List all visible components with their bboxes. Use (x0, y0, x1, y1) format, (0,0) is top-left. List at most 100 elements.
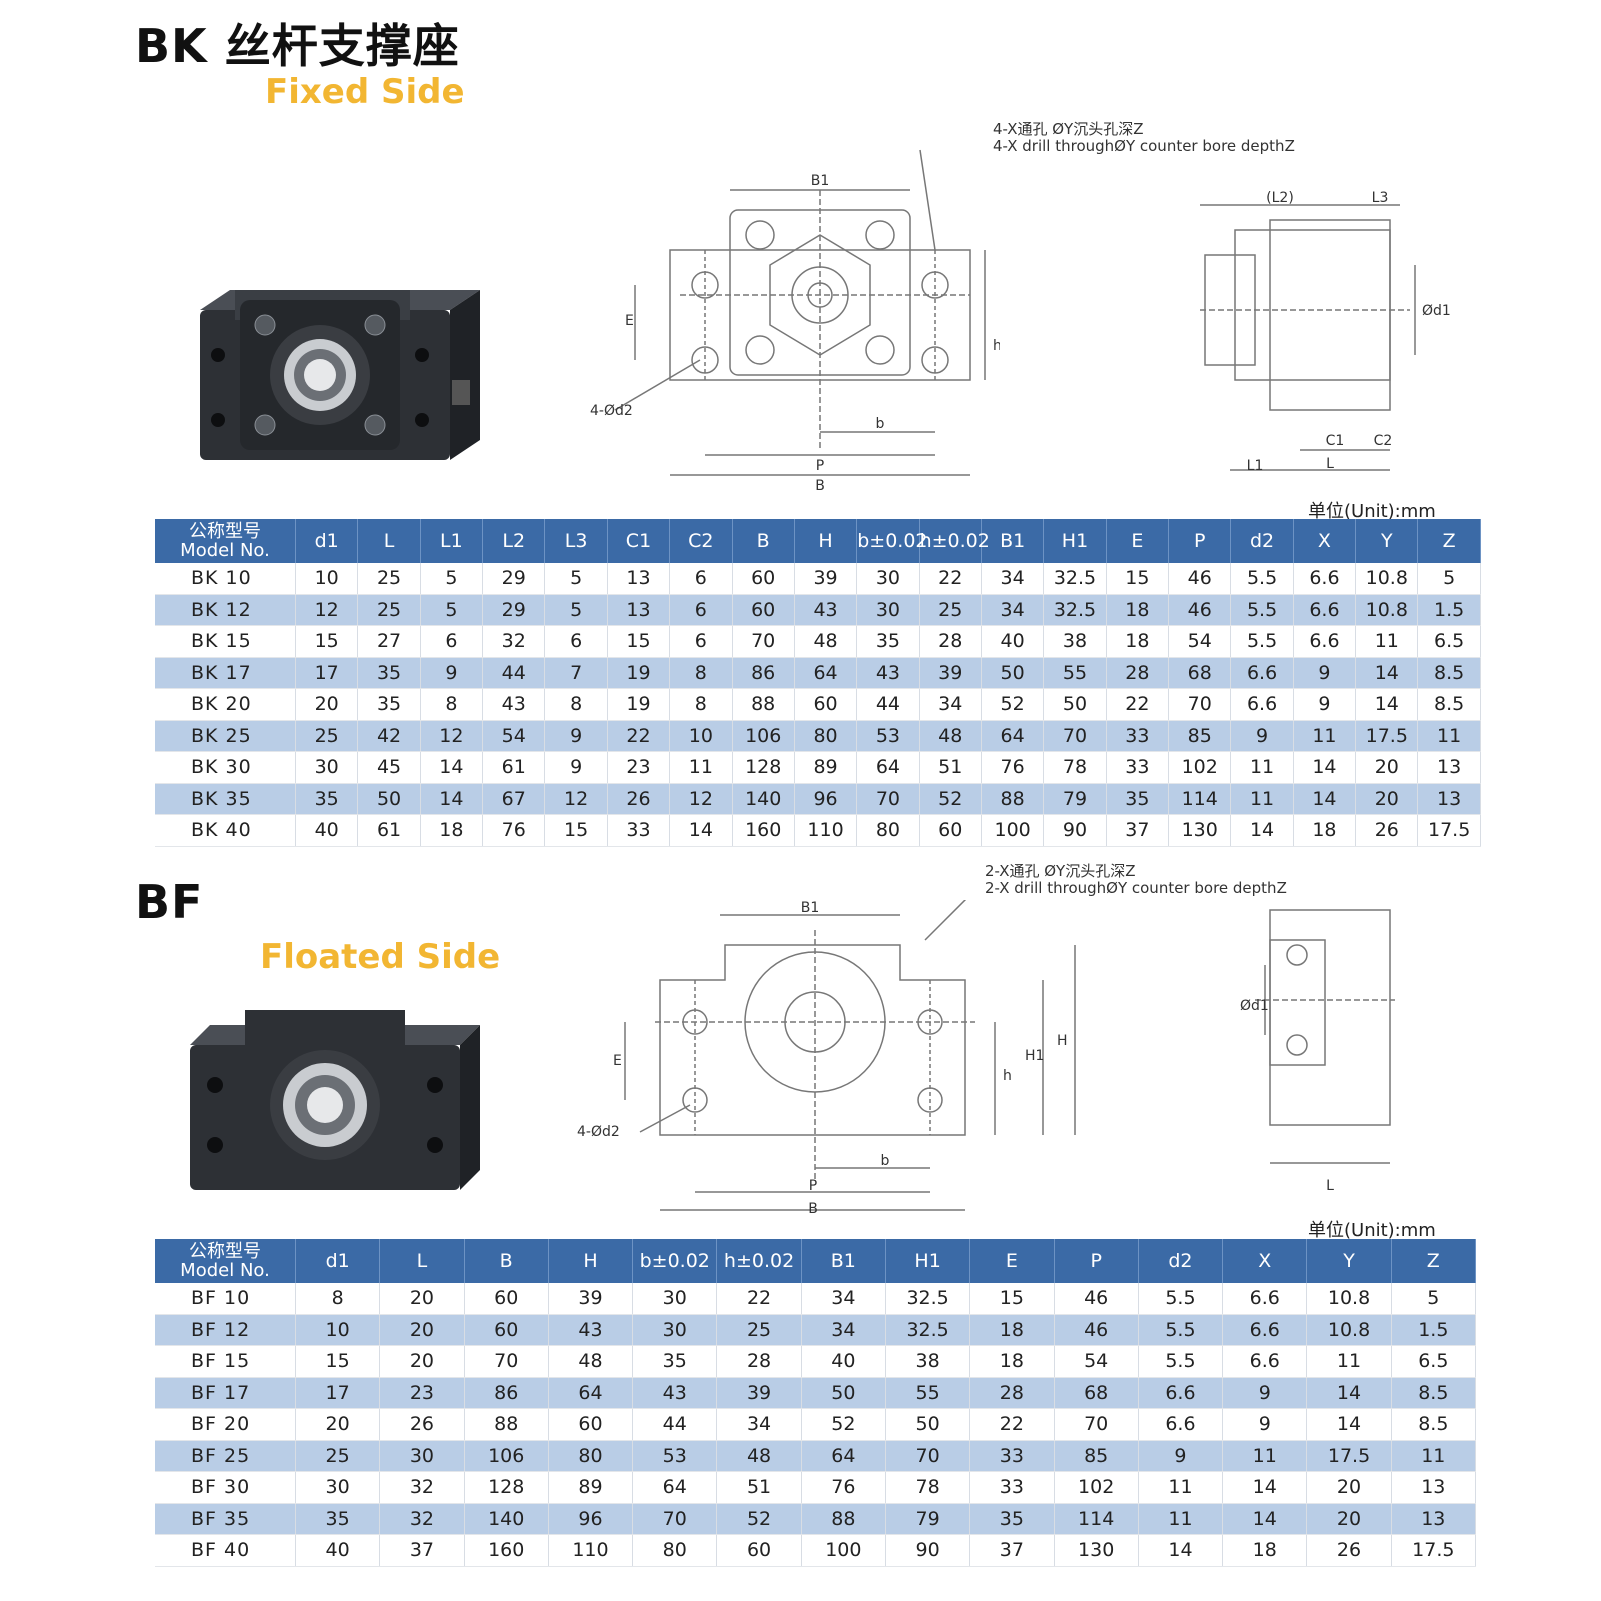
table-cell: 54 (482, 720, 546, 752)
bf-dim-l: L (1326, 1178, 1334, 1194)
table-cell: 88 (981, 783, 1045, 815)
table-cell: 30 (856, 594, 920, 626)
table-cell: 20 (295, 1408, 381, 1441)
table-cell: 8 (295, 1283, 381, 1315)
table-cell: 43 (482, 688, 546, 721)
table-cell: 52 (801, 1408, 886, 1441)
table-cell: 13 (1417, 783, 1481, 815)
table-cell: 10 (295, 563, 359, 595)
table-cell: 18 (1222, 1534, 1308, 1567)
bf-header-2: L (379, 1239, 465, 1283)
bf-callout-cn: 2-X通孔 ØY沉头孔深Z (985, 862, 1136, 880)
table-cell: 8 (544, 688, 608, 721)
table-cell: 34 (981, 563, 1045, 595)
table-cell: 7 (544, 657, 608, 689)
table-cell: 60 (716, 1534, 802, 1567)
table-cell: 15 (295, 1345, 381, 1378)
table-cell: BK 10 (155, 563, 296, 595)
table-cell: 14 (1293, 751, 1357, 784)
bf-header-14: Z (1391, 1239, 1476, 1283)
table-cell: 18 (969, 1345, 1055, 1378)
table-cell: 39 (919, 657, 982, 689)
bf-header-12: X (1222, 1239, 1308, 1283)
bf-dim-h: h (1003, 1068, 1012, 1084)
table-cell: 30 (295, 751, 359, 784)
table-cell: 33 (1106, 751, 1170, 784)
table-cell: BK 25 (155, 720, 296, 752)
table-cell: 8 (669, 688, 733, 721)
table-cell: 33 (969, 1471, 1055, 1504)
table-cell: 15 (607, 625, 671, 658)
bk-header-6: C1 (607, 519, 671, 563)
table-cell: 34 (801, 1314, 886, 1346)
table-cell: BK 17 (155, 657, 296, 689)
table-cell: 29 (482, 563, 546, 595)
bk-header-1: d1 (295, 519, 359, 563)
table-cell: 5.5 (1138, 1345, 1224, 1378)
table-cell: 160 (732, 814, 795, 847)
table-cell: 37 (1106, 814, 1170, 847)
table-cell: 76 (801, 1471, 886, 1504)
table-cell: 100 (981, 814, 1045, 847)
bk-dim-e: E (625, 313, 634, 329)
table-cell: BF 30 (155, 1471, 296, 1504)
table-cell: 5.5 (1230, 563, 1294, 595)
table-cell: 32.5 (1043, 594, 1107, 626)
table-cell: 80 (632, 1534, 718, 1567)
table-cell: 25 (716, 1314, 802, 1346)
table-cell: 35 (295, 783, 359, 815)
bk-dim-b1: B1 (811, 173, 830, 189)
table-cell: 39 (794, 563, 858, 595)
bk-header-10: b±0.02 (856, 519, 928, 563)
table-cell: 60 (919, 814, 982, 847)
bf-header-6: h±0.02 (716, 1239, 802, 1283)
table-cell: 54 (1054, 1345, 1139, 1378)
table-cell: 11 (1293, 720, 1357, 752)
bk-callout-cn: 4-X通孔 ØY沉头孔深Z (993, 120, 1144, 138)
table-cell: 12 (295, 594, 359, 626)
table-cell: 5 (1391, 1283, 1476, 1315)
bk-front-drawing: B1 P B b E h H1 H 4-Ød2 (590, 149, 1000, 490)
bf-dim-e: E (613, 1053, 622, 1069)
table-cell: 35 (357, 688, 421, 721)
table-cell: BK 30 (155, 751, 296, 784)
table-cell: 18 (969, 1314, 1055, 1346)
table-cell: 78 (1043, 751, 1107, 784)
bf-dim-h1: H1 (1025, 1048, 1044, 1064)
table-cell: 85 (1054, 1440, 1139, 1472)
table-cell: 20 (379, 1314, 465, 1346)
table-cell: 17.5 (1306, 1440, 1392, 1472)
table-cell: 70 (856, 783, 920, 815)
table-cell: 10 (295, 1314, 381, 1346)
table-cell: 14 (1222, 1503, 1308, 1535)
table-cell: BF 15 (155, 1345, 296, 1378)
table-cell: 6 (669, 563, 733, 595)
table-cell: 54 (1168, 625, 1232, 658)
table-cell: 30 (295, 1471, 381, 1504)
table-cell: 11 (1417, 720, 1481, 752)
table-cell: 53 (632, 1440, 718, 1472)
bf-header-3: B (464, 1239, 549, 1283)
table-cell: 9 (544, 720, 608, 752)
table-cell: 46 (1054, 1314, 1139, 1346)
table-cell: 18 (1293, 814, 1357, 847)
table-cell: 15 (544, 814, 608, 847)
table-cell: 10.8 (1306, 1283, 1392, 1315)
table-cell: 60 (732, 594, 795, 626)
table-cell: 64 (794, 657, 858, 689)
bk-product-image (200, 290, 480, 460)
table-cell: 30 (379, 1440, 465, 1472)
table-cell: 38 (885, 1345, 971, 1378)
table-cell: 35 (295, 1503, 381, 1535)
table-cell: 20 (379, 1283, 465, 1315)
table-cell: 25 (919, 594, 982, 626)
table-cell: 5 (544, 594, 608, 626)
table-cell: 14 (1306, 1377, 1392, 1409)
table-cell: 30 (632, 1314, 718, 1346)
table-cell: 11 (1222, 1440, 1308, 1472)
